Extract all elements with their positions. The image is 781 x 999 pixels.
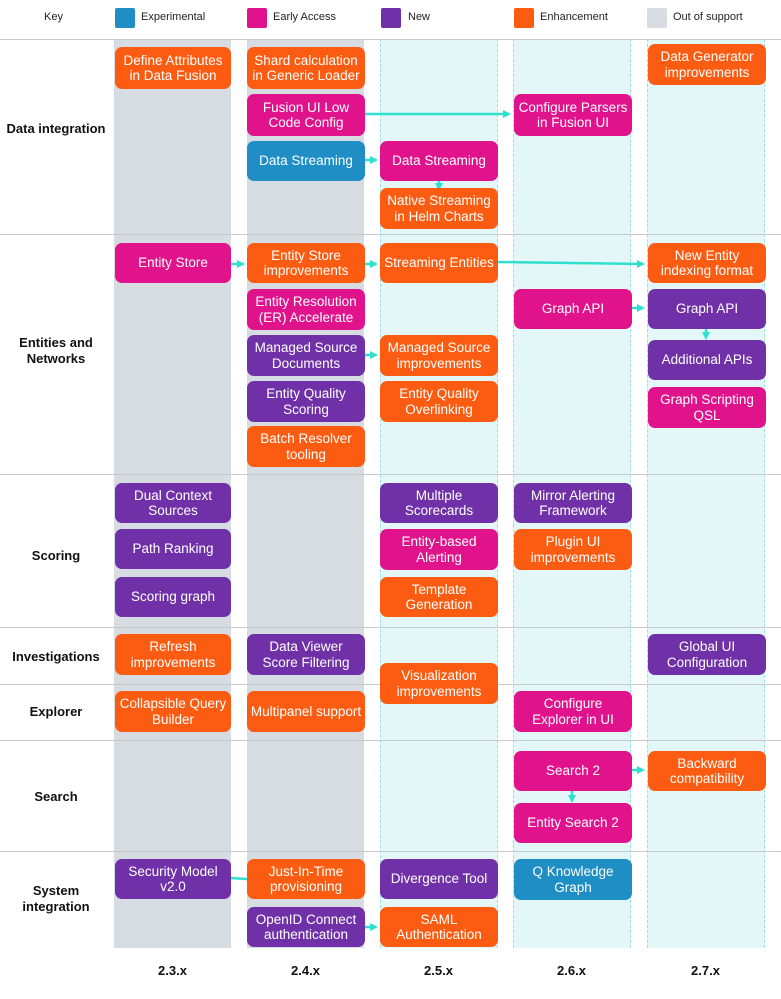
feature-plugin-ui-improvements: Plugin UI improvements [514, 529, 632, 570]
row-divider [0, 474, 781, 475]
feature-entity-store-improvements: Entity Store improvements [247, 243, 365, 283]
column-2-7 [647, 39, 765, 948]
feature-multiple-scorecards: Multiple Scorecards [380, 483, 498, 523]
feature-scoring-graph: Scoring graph [115, 577, 231, 617]
version-label-2-5: 2.5.x [424, 963, 453, 978]
feature-entity-quality-overlinking: Entity Quality Overlinking [380, 381, 498, 422]
feature-managed-source-documents: Managed Source Documents [247, 335, 365, 376]
feature-security-model-v2: Security Model v2.0 [115, 859, 231, 899]
feature-path-ranking: Path Ranking [115, 529, 231, 569]
feature-fusion-ui-low-code-config: Fusion UI Low Code Config [247, 94, 365, 136]
feature-mirror-alerting-framework: Mirror Alerting Framework [514, 483, 632, 523]
row-label-explorer: Explorer [29, 704, 83, 719]
row-label-investigations: Investigations [12, 649, 100, 664]
feature-dual-context-sources: Dual Context Sources [115, 483, 231, 523]
feature-configure-explorer-in-ui: Configure Explorer in UI [514, 691, 632, 732]
feature-refresh-improvements: Refresh improvements [115, 634, 231, 675]
feature-new-entity-indexing-format: New Entity indexing format [648, 243, 766, 283]
row-label-system-integration: System integration [22, 883, 90, 914]
feature-backward-compatibility: Backward compatibility [648, 751, 766, 791]
feature-just-in-time-provisioning: Just-In-Time provisioning [247, 859, 365, 899]
feature-visualization-improvements: Visualization improvements [380, 663, 498, 704]
column-2-4 [247, 39, 364, 948]
legend-swatch-experimental [115, 8, 135, 28]
row-label-search: Search [34, 789, 78, 804]
legend-swatch-enhancement [514, 8, 534, 28]
feature-entity-quality-scoring: Entity Quality Scoring [247, 381, 365, 422]
feature-q-knowledge-graph: Q Knowledge Graph [514, 859, 632, 900]
feature-openid-connect-authentication: OpenID Connect authentication [247, 907, 365, 947]
feature-entity-search-2: Entity Search 2 [514, 803, 632, 843]
feature-data-generator-improvements: Data Generator improvements [648, 44, 766, 85]
feature-multipanel-support: Multipanel support [247, 691, 365, 732]
legend-label-early-access: Early Access [273, 11, 336, 23]
legend-label-out-of-support: Out of support [673, 11, 743, 23]
version-label-2-3: 2.3.x [158, 963, 187, 978]
legend-label-experimental: Experimental [141, 11, 206, 23]
feature-global-ui-configuration: Global UI Configuration [648, 634, 766, 675]
feature-graph-scripting-qsl: Graph Scripting QSL [648, 387, 766, 428]
legend-title: Key [44, 11, 63, 23]
legend-label-new: New [408, 11, 431, 23]
feature-data-streaming-experimental: Data Streaming [247, 141, 365, 181]
row-divider [0, 234, 781, 235]
feature-configure-parsers-in-fusion-ui: Configure Parsers in Fusion UI [514, 94, 632, 136]
version-label-2-6: 2.6.x [557, 963, 586, 978]
feature-managed-source-improvements: Managed Source improvements [380, 335, 498, 376]
row-label-data-integration: Data integration [6, 121, 106, 136]
row-divider [0, 851, 781, 852]
feature-data-streaming-early-access: Data Streaming [380, 141, 498, 181]
feature-graph-api-new: Graph API [648, 289, 766, 329]
feature-entity-store: Entity Store [115, 243, 231, 283]
legend-label-enhancement: Enhancement [540, 11, 608, 23]
feature-batch-resolver-tooling: Batch Resolver tooling [247, 426, 365, 467]
row-divider [0, 740, 781, 741]
version-label-2-4: 2.4.x [291, 963, 320, 978]
feature-data-viewer-score-filtering: Data Viewer Score Filtering [247, 634, 365, 675]
legend-swatch-new [381, 8, 401, 28]
arrow-streaming-to-indexing-format [497, 259, 645, 268]
row-label-entities-and-networks: Entities and Networks [19, 335, 93, 366]
feature-entity-based-alerting: Entity-based Alerting [380, 529, 498, 570]
feature-streaming-entities: Streaming Entities [380, 243, 498, 283]
feature-search-2: Search 2 [514, 751, 632, 791]
feature-native-streaming-in-helm-charts: Native Streaming in Helm Charts [380, 188, 498, 229]
row-label-scoring: Scoring [31, 548, 81, 563]
legend-swatch-out-of-support [647, 8, 667, 28]
feature-additional-apis: Additional APIs [648, 340, 766, 380]
feature-collapsible-query-builder: Collapsible Query Builder [115, 691, 231, 732]
legend-swatch-early-access [247, 8, 267, 28]
feature-entity-resolution-accelerate: Entity Resolution (ER) Accelerate [247, 289, 365, 330]
row-divider [0, 627, 781, 628]
feature-graph-api-early-access: Graph API [514, 289, 632, 329]
feature-shard-calculation-in-generic-loader: Shard calculation in Generic Loader [247, 47, 365, 89]
feature-define-attributes-in-data-fusion: Define Attributes in Data Fusion [115, 47, 231, 89]
version-label-2-7: 2.7.x [691, 963, 720, 978]
feature-divergence-tool: Divergence Tool [380, 859, 498, 899]
feature-template-generation: Template Generation [380, 577, 498, 617]
feature-saml-authentication: SAML Authentication [380, 907, 498, 947]
row-divider [0, 39, 781, 40]
